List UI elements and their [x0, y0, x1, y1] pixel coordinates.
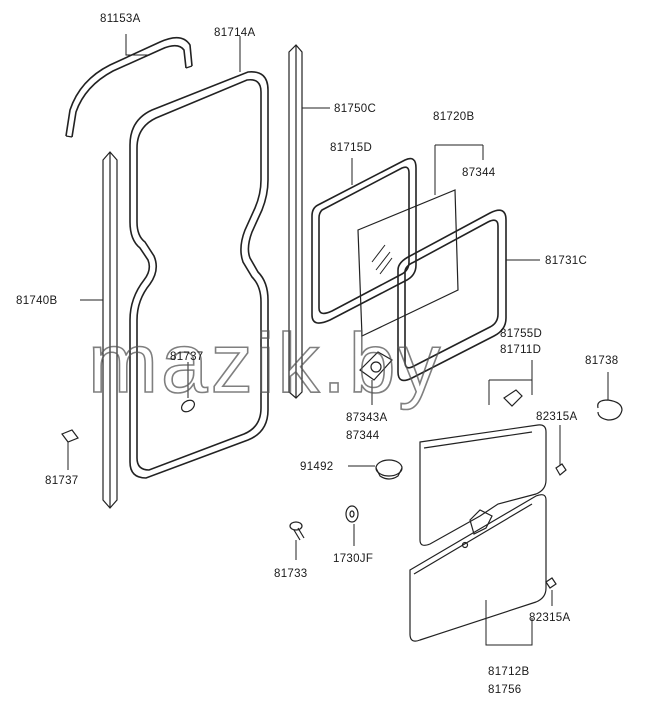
label-81737-left: 81737: [45, 475, 78, 487]
label-81740B: 81740B: [16, 295, 57, 307]
part-81711D-latch: [503, 389, 523, 407]
label-81711D: 81711D: [500, 344, 541, 356]
label-87344-top: 87344: [462, 167, 496, 179]
label-91492: 91492: [300, 461, 333, 473]
label-81715D: 81715D: [330, 142, 372, 154]
label-81153A: 81153A: [100, 13, 141, 25]
part-81731C-frame: [397, 209, 507, 382]
part-81714A-door-seal: [129, 71, 269, 479]
label-81755D: 81755D: [500, 328, 542, 340]
label-81714A: 81714A: [214, 27, 255, 39]
part-82315A-clip-top: [555, 463, 567, 476]
part-81712B-trim-panel: [409, 424, 547, 642]
label-81738: 81738: [585, 355, 618, 367]
part-labels: 81153A 81714A 81750C 81720B 81715D 87344…: [16, 13, 618, 696]
part-81715D-frame-seal: [311, 157, 417, 324]
part-81153A-weatherstrip: [65, 36, 193, 138]
label-1730JF: 1730JF: [333, 553, 373, 565]
watermark: mazik.by: [88, 316, 443, 410]
part-81737-clip-left: [61, 429, 79, 443]
label-81733: 81733: [274, 568, 307, 580]
part-91492-cap: [375, 459, 403, 480]
part-81750C-strip: [288, 44, 303, 399]
label-81737-inner: 81737: [170, 351, 203, 363]
label-81720B: 81720B: [433, 111, 474, 123]
label-81756: 81756: [488, 684, 521, 696]
part-81737-grommet-inner: [180, 399, 196, 413]
label-81712B: 81712B: [488, 666, 529, 678]
part-87343A-bracket: [359, 351, 393, 381]
label-87343A: 87343A: [346, 412, 387, 424]
label-81731C: 81731C: [545, 255, 587, 267]
label-87344-mid: 87344: [346, 430, 380, 442]
part-81740B-strip: [102, 151, 118, 509]
leader-lines: [67, 34, 609, 646]
part-81738-ring: [597, 399, 623, 421]
part-81720B-glass: [357, 189, 459, 337]
label-82315A-bottom: 82315A: [529, 612, 570, 624]
part-81733-bolt: [289, 521, 305, 541]
part-82315A-clip-bottom: [545, 577, 557, 589]
part-1730JF-washer: [345, 505, 359, 523]
label-82315A-top: 82315A: [536, 411, 577, 423]
label-81750C: 81750C: [334, 103, 376, 115]
